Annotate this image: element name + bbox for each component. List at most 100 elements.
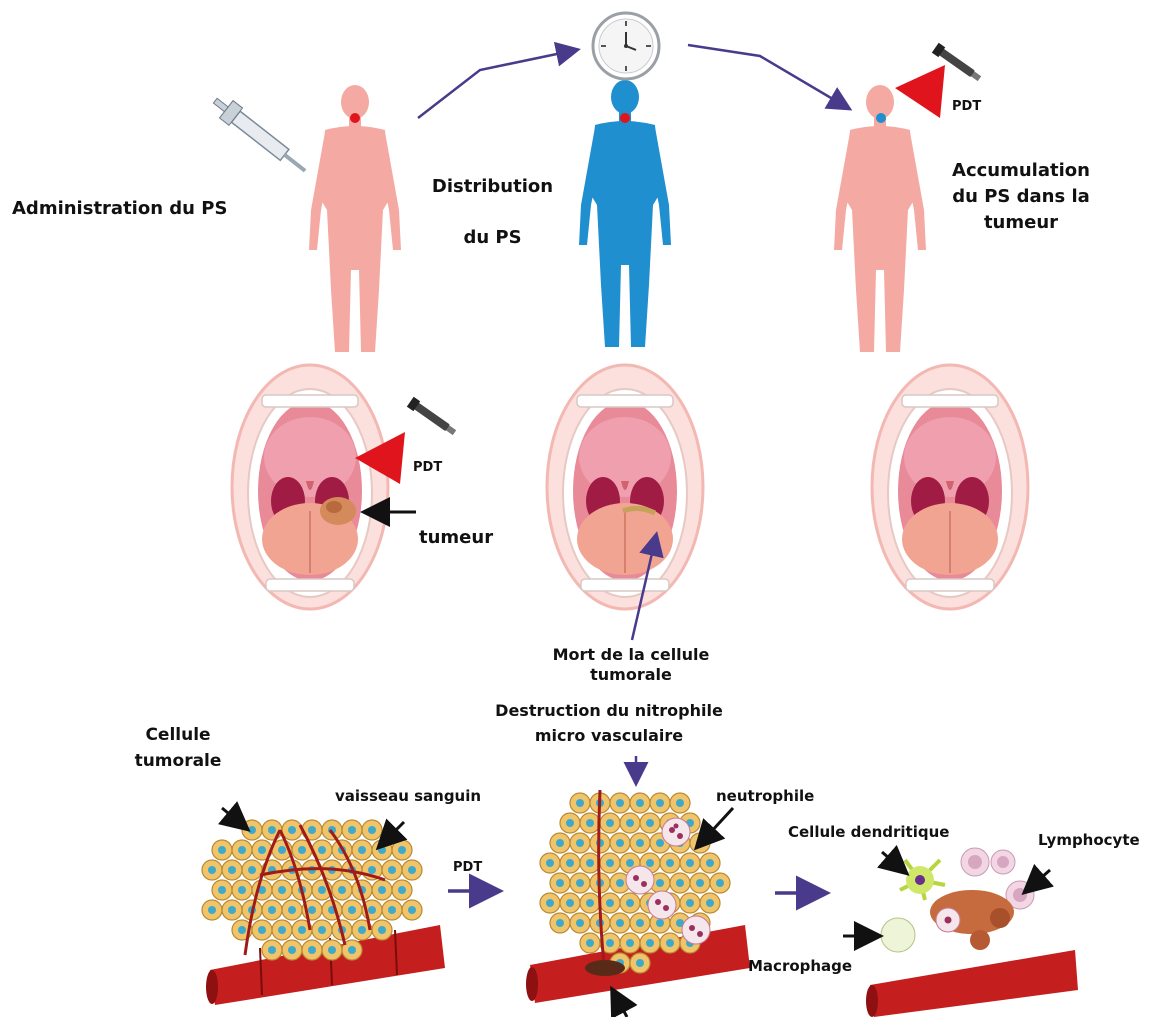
tumor-cell	[540, 893, 560, 913]
label-vaisseau: vaisseau sanguin	[335, 787, 481, 806]
tumor-cell	[232, 880, 252, 900]
label-pdt-top: PDT	[952, 99, 981, 115]
tumor-cell	[222, 900, 242, 920]
arrow-to-clock	[418, 50, 576, 118]
label-cellule-tumorale-line2: tumorale	[118, 748, 238, 774]
tumor-cell	[232, 840, 252, 860]
tumor-cell	[600, 853, 620, 873]
tumor-cell	[670, 793, 690, 813]
tumor-cell	[402, 860, 422, 880]
tumor-cell	[272, 880, 292, 900]
tumor-cell	[630, 953, 650, 973]
tumor-cell	[640, 933, 660, 953]
tumor-cell	[392, 880, 412, 900]
tumor-cluster-left	[202, 820, 445, 1005]
body-administration	[309, 85, 401, 352]
tumor-cell	[540, 853, 560, 873]
tumor-cell	[372, 880, 392, 900]
arrow-vessel-bottom	[613, 991, 627, 1017]
tumor-cell	[570, 913, 590, 933]
tumor-cell	[372, 920, 392, 940]
mouth-distribution	[547, 365, 703, 609]
tumor-cell	[660, 933, 680, 953]
tumor-cell	[690, 873, 710, 893]
tumor-cell	[600, 813, 620, 833]
tumor-cell	[640, 813, 660, 833]
tumor-cell	[222, 860, 242, 880]
tumor-cluster-middle	[526, 790, 750, 1003]
tumor-cell	[570, 833, 590, 853]
clock-icon	[593, 13, 659, 79]
arrow-dendritique	[882, 852, 905, 872]
tumor-cell	[402, 900, 422, 920]
label-pdt-bottom: PDT	[453, 860, 482, 876]
tumor-cell	[630, 833, 650, 853]
tumor-cell	[600, 893, 620, 913]
tumor-cell	[620, 893, 640, 913]
tumor-cell	[580, 813, 600, 833]
blood-vessel-right	[866, 950, 1078, 1017]
tumor-cell	[610, 833, 630, 853]
label-accumulation-line3: tumeur	[942, 210, 1100, 236]
tumor-cell	[620, 813, 640, 833]
tumor-cell	[362, 820, 382, 840]
tumor-cell	[670, 873, 690, 893]
tumor-cell	[550, 833, 570, 853]
label-accumulation-line2: du PS dans la	[942, 184, 1100, 210]
tumor-cell	[322, 940, 342, 960]
tumor-cell	[282, 900, 302, 920]
label-cellule-tumorale: Cellule tumorale	[118, 722, 238, 775]
tumor-cell	[630, 913, 650, 933]
tumor-cell	[580, 893, 600, 913]
tumor-cell	[202, 860, 222, 880]
tumor-cell	[660, 853, 680, 873]
label-cellule-tumorale-line1: Cellule	[118, 722, 238, 748]
dendritic-cell	[900, 860, 945, 900]
tumor-cell	[710, 873, 730, 893]
label-neutrophile: neutrophile	[716, 787, 814, 806]
tumor-accumulation-dot	[876, 113, 886, 123]
tumor-cell	[262, 940, 282, 960]
label-destruction-line2: micro vasculaire	[478, 724, 740, 749]
tumor-cell	[570, 873, 590, 893]
tumor-cell	[212, 840, 232, 860]
tumor-cell	[392, 840, 412, 860]
tumor-cell	[302, 940, 322, 960]
label-accumulation-line1: Accumulation	[942, 158, 1100, 184]
tumor-cell	[620, 933, 640, 953]
tumor-cell	[202, 900, 222, 920]
tumor-cell	[342, 900, 362, 920]
arrow-cellule-tumorale	[222, 808, 246, 828]
arrow-neutrophile	[698, 808, 733, 846]
arrow-lymphocyte	[1026, 870, 1050, 891]
tumor-cell	[550, 873, 570, 893]
tumor-cell	[550, 913, 570, 933]
tumor-cell	[242, 820, 262, 840]
mouth-accumulation	[872, 365, 1028, 609]
tumor-cell	[272, 920, 292, 940]
tumor-cell	[560, 853, 580, 873]
tumor-cell	[282, 940, 302, 960]
label-administration: Administration du PS	[12, 198, 227, 221]
label-mort: Mort de la cellule tumorale	[531, 645, 731, 685]
tumor-cell	[352, 840, 372, 860]
tumor-cell	[650, 793, 670, 813]
label-distribution-line1: Distribution	[425, 176, 560, 199]
label-mort-line2: tumorale	[531, 665, 731, 685]
tumor-cell	[312, 920, 332, 940]
label-distribution-line2: du PS	[425, 227, 560, 250]
tumor-cell	[580, 933, 600, 953]
tumor-cell	[560, 893, 580, 913]
tumor-cell	[322, 820, 342, 840]
arrow-from-clock	[688, 45, 848, 108]
distribution-dot	[620, 113, 630, 123]
tumor-cell	[342, 820, 362, 840]
tumor-cell	[630, 793, 650, 813]
tumor-cell	[700, 853, 720, 873]
label-destruction: Destruction du nitrophile micro vasculai…	[478, 699, 740, 749]
injection-site-dot	[350, 113, 360, 123]
body-accumulation	[834, 85, 926, 352]
label-macrophage: Macrophage	[748, 957, 852, 976]
tumor-cell	[560, 813, 580, 833]
